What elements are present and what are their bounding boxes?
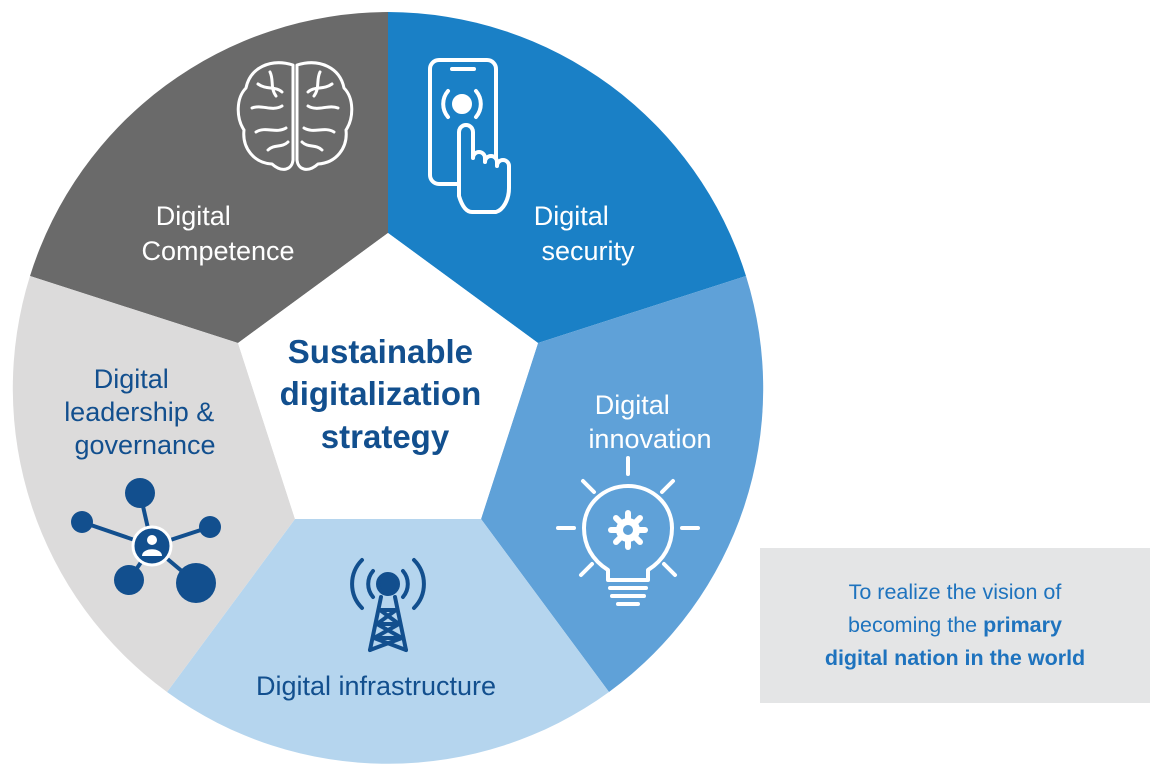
network-icon [71,478,221,603]
vision-text: To realize the vision of becoming the pr… [825,576,1085,675]
vision-line-2-bold: primary [983,613,1062,637]
antenna-tower-icon [350,558,426,652]
smartphone-touch-icon [428,58,511,214]
segment-innovation [481,276,764,692]
segment-label-security: Digital security [534,201,635,266]
vision-callout: To realize the vision of becoming the pr… [760,548,1150,703]
lightbulb-gear-icon [556,456,700,606]
center-title: Sustainable digitalization strategy [280,333,491,455]
segment-label-leadership: Digital leadership & governance [64,364,222,460]
brain-icon [236,61,354,171]
segment-label-innovation: Digital innovation [588,390,711,454]
segment-leadership [12,276,296,692]
center-pentagon [238,233,538,519]
vision-line-1: To realize the vision of [848,580,1062,604]
segment-label-competence: Digital Competence [141,201,294,266]
vision-line-3-bold: digital nation in the world [824,646,1086,670]
vision-line-2-prefix: becoming the [848,613,984,637]
segment-label-infrastructure: Digital infrastructure [256,671,496,701]
